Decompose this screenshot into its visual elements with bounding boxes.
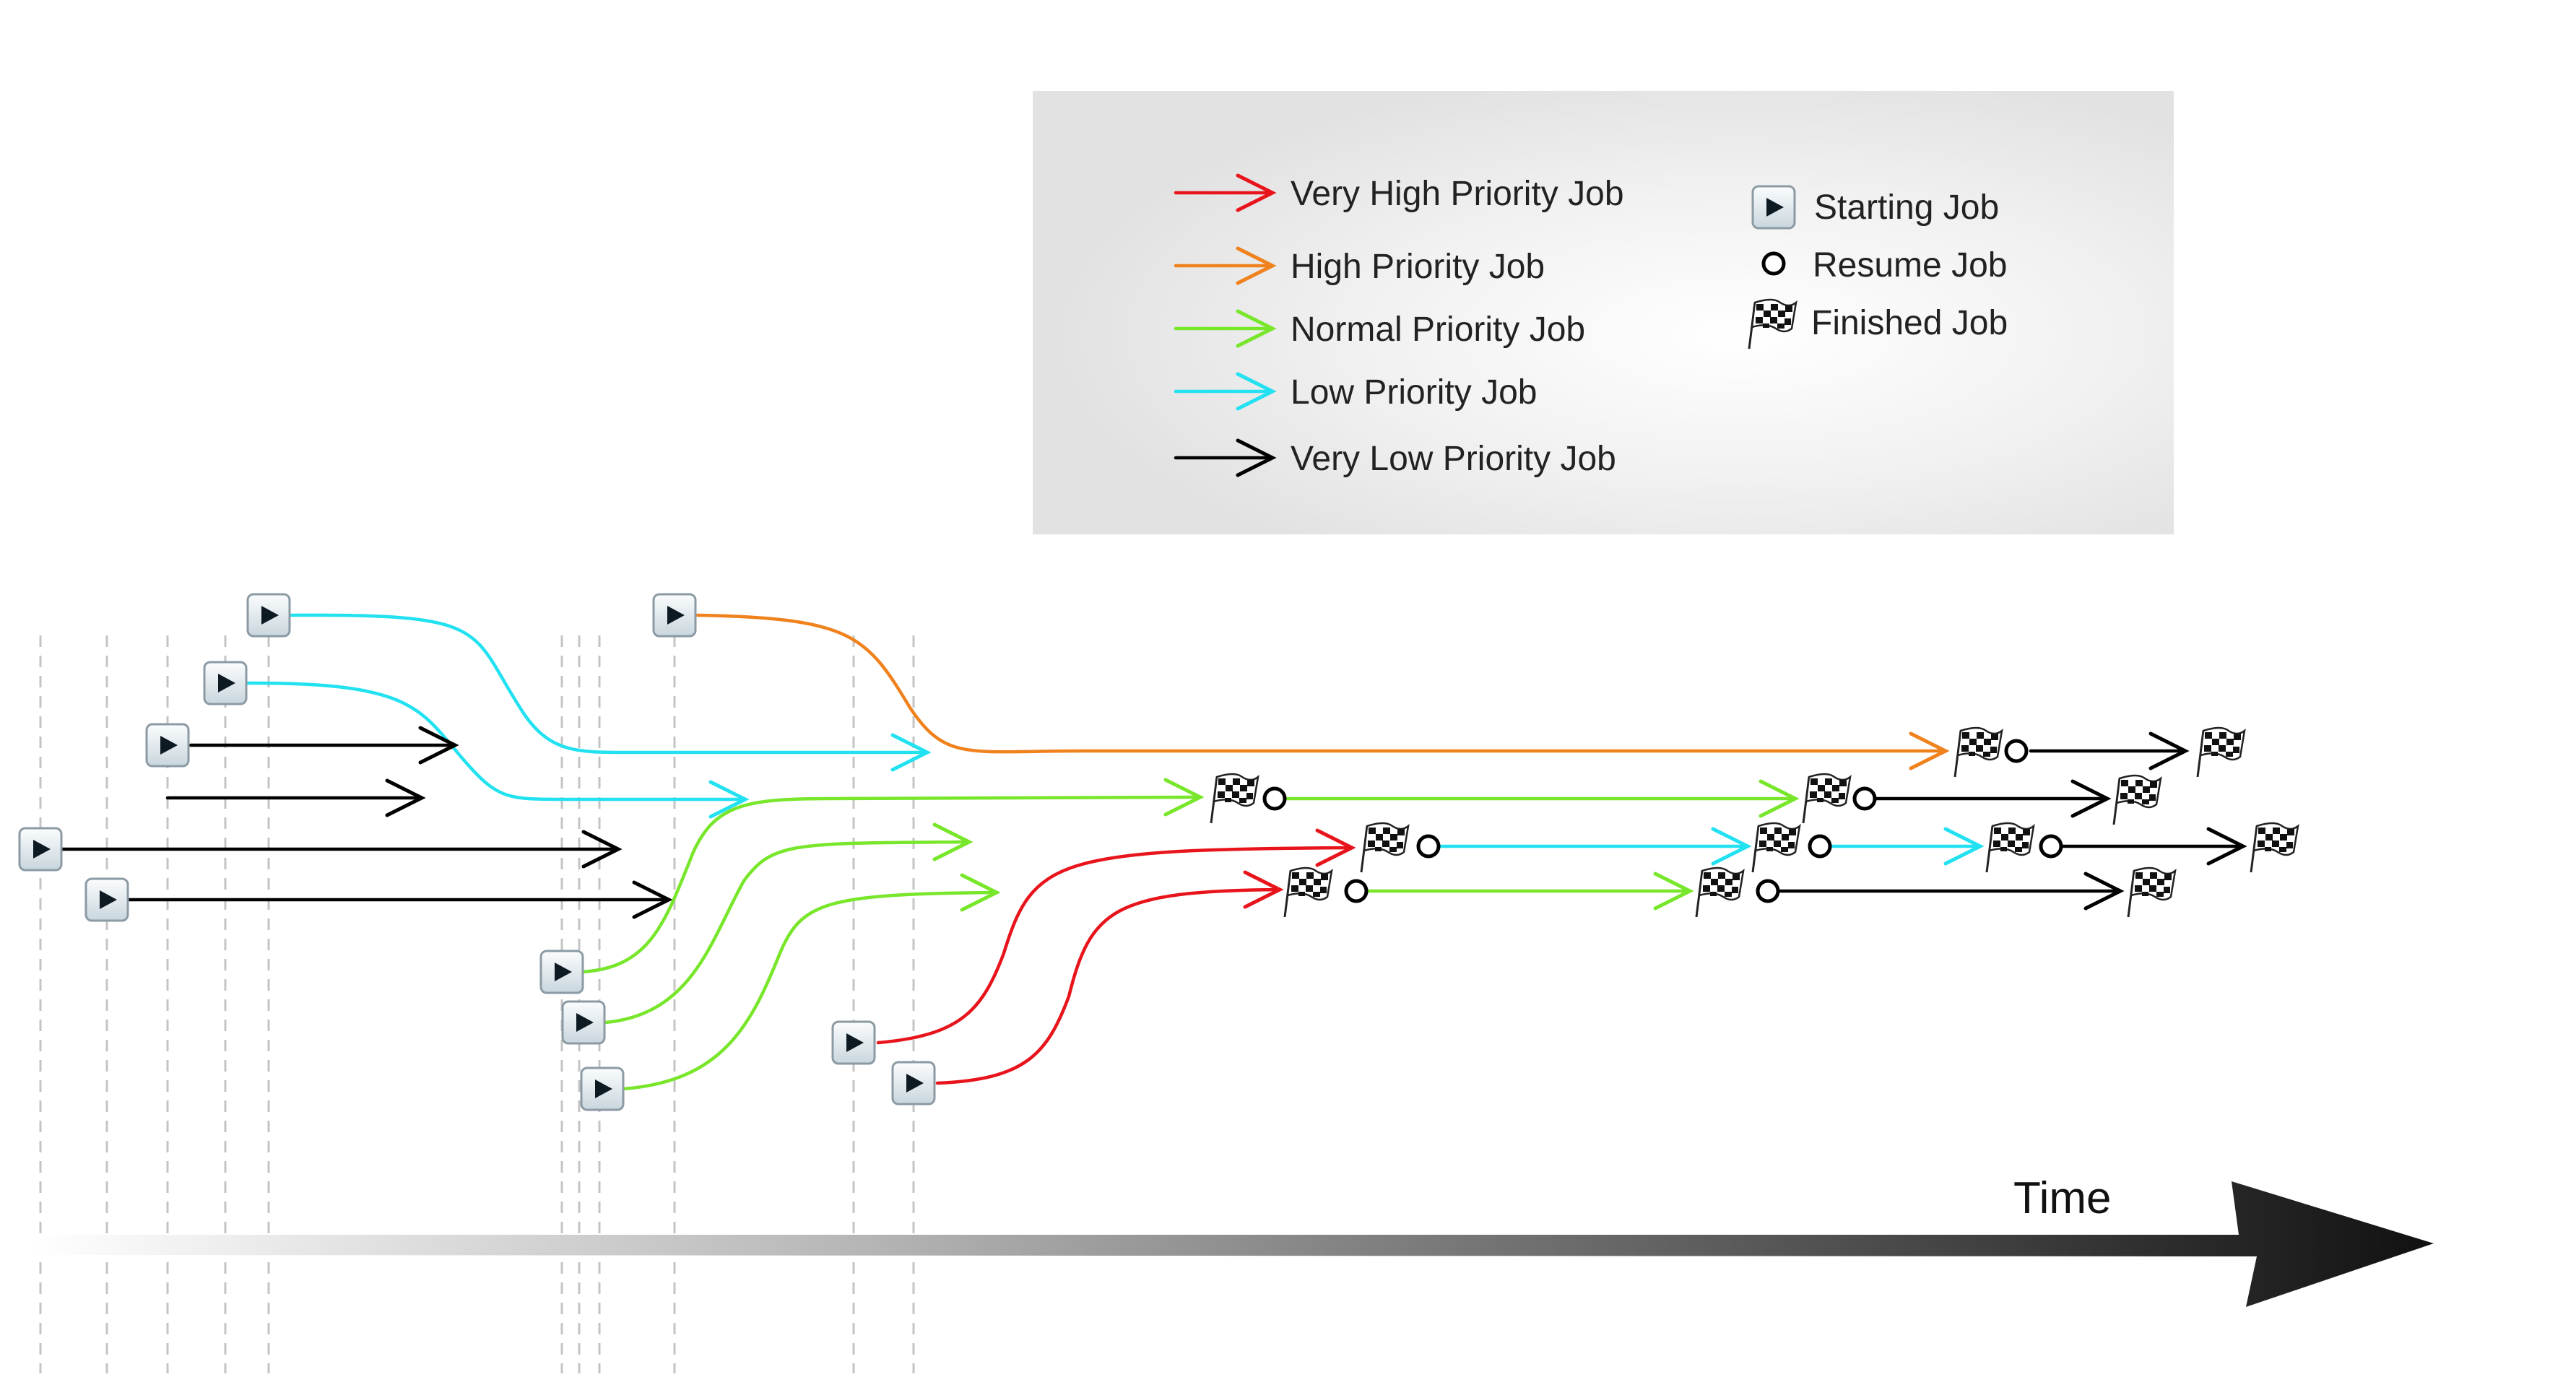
legend-arrow-head [1236,173,1277,212]
very-high-job-1-head [1315,828,1356,867]
very-low-job-resume-3-head [2206,827,2247,866]
legend-item-resume: Resume Job [1761,246,2007,284]
normal-job-3-head [960,873,1001,912]
circle-icon [1761,251,1786,276]
checkered-flag-icon [2196,726,2246,778]
normal-job-2-line [603,840,970,1025]
legend-label-resume: Resume Job [1813,246,2007,284]
checkered-flag-icon [1360,822,1410,873]
low-job-2-head [708,780,750,819]
very-low-job-3-head [581,830,623,869]
legend-item-finished: Finished Job [1748,298,2008,349]
circle-icon [1756,879,1780,903]
legend-item-priority: High Priority Job [1174,246,1545,286]
legend-label-priority: High Priority Job [1291,248,1545,286]
circle-icon [1344,879,1369,903]
checkered-flag-icon [1751,822,1801,873]
very-high-job-2-line [935,887,1280,1085]
play-icon [539,950,584,994]
low-job-2-line [243,681,746,802]
play-icon [145,723,190,768]
time-axis: Time [29,1173,2434,1307]
checkered-flag-icon [1695,866,1745,918]
normal-job-1-line [580,795,1201,974]
circle-icon [1262,786,1287,811]
high-job-1-head [1909,731,1950,770]
legend-item-starting: Starting Job [1751,185,1999,230]
normal-job-resume-1-head [1653,872,1694,911]
circle-icon [2004,739,2029,763]
legend-item-priority: Low Priority Job [1174,372,1537,412]
checkered-flag-icon [1953,726,2003,778]
high-job-1-line [695,613,1946,754]
legend-arrow-head [1236,372,1277,411]
play-icon [246,593,291,638]
very-low-job-resume-1-head [2148,731,2190,770]
legend-label-finished: Finished Job [1811,304,2008,342]
circle-icon [1852,786,1877,811]
legend-item-priority: Very Low Priority Job [1174,438,1616,478]
legend-label-starting: Starting Job [1814,188,1999,227]
play-icon [652,593,697,638]
very-low-job-resume-4-head [2083,872,2125,911]
time-arrow [29,1181,2434,1307]
low-job-resume-2-head [1943,827,1985,866]
normal-job-1-continue-head [1758,779,1800,818]
normal-job-3-line [620,890,997,1091]
checkered-flag-icon [1283,866,1333,918]
circle-icon [2039,834,2063,859]
time-axis-label: Time [2013,1173,2111,1223]
checkered-flag-icon [1210,773,1259,824]
legend-arrow-head [1236,246,1277,285]
legend-label-priority: Low Priority Job [1291,373,1537,412]
checkered-flag-icon [2250,822,2299,873]
play-icon [561,1000,606,1045]
legend-background [1033,91,2174,534]
checkered-flag-icon [2112,774,2162,825]
legend-item-priority: Very High Priority Job [1174,173,1624,213]
job-markers [18,593,2299,1111]
play-icon [18,827,63,872]
legend-label-priority: Normal Priority Job [1291,310,1585,349]
job-paths [60,613,2247,1091]
checkered-flag-icon [2127,866,2177,918]
play-icon [203,661,248,705]
very-low-job-4-head [632,880,673,919]
circle-icon [1416,834,1441,859]
legend-label-priority: Very Low Priority Job [1291,440,1616,478]
play-icon [1751,185,1796,230]
checkered-flag-icon [1802,773,1852,824]
legend-label-priority: Very High Priority Job [1291,175,1624,213]
low-job-1-line [288,613,928,755]
very-low-job-2-head [385,778,426,817]
legend-arrow-head [1236,438,1277,477]
very-high-job-1-line [876,846,1353,1045]
play-icon [831,1020,876,1065]
legend-arrow-head [1236,309,1277,348]
legend-item-priority: Normal Priority Job [1174,309,1585,349]
very-low-job-1-head [418,726,459,765]
play-icon [891,1061,936,1105]
checkered-flag-icon [1985,822,2035,873]
play-icon [580,1067,625,1111]
normal-job-1-head [1163,778,1205,817]
low-job-resume-1-head [1711,827,1752,866]
very-high-job-2-head [1243,870,1284,909]
very-low-job-resume-2-head [2070,779,2112,818]
play-icon [84,877,129,922]
normal-job-2-head [932,822,973,861]
circle-icon [1808,834,1832,859]
low-job-1-head [890,733,932,772]
